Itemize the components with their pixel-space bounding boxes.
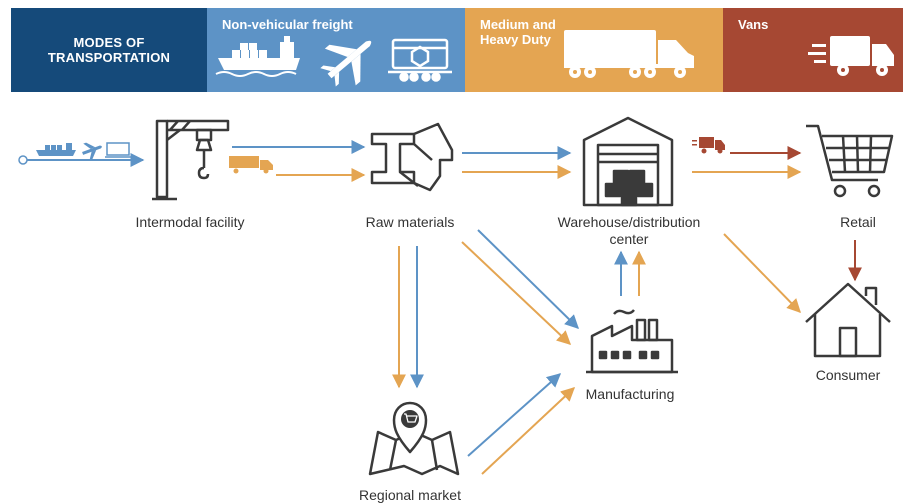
small-truck-icon [229, 156, 273, 174]
rail-car-icon [388, 38, 452, 82]
consumer-label: Consumer [815, 367, 881, 383]
factory-icon [586, 309, 678, 374]
arrow-raw-mfg-orange [461, 241, 572, 345]
incoming-freight-line [18, 153, 145, 167]
arrow-regional-mfg-blue [467, 373, 562, 457]
small-van-icon [692, 137, 725, 154]
arrow-regional-mfg-orange [481, 387, 576, 475]
cargo-ship-icon [215, 36, 300, 77]
raw-materials-label: Raw materials [365, 214, 455, 230]
semi-truck-icon [564, 30, 694, 78]
modes-of-transportation-band: MODES OF TRANSPORTATION [11, 8, 207, 92]
modes-title: MODES OF TRANSPORTATION [47, 35, 171, 65]
small-railcar-icon [105, 142, 131, 158]
shopping-cart-icon [806, 124, 894, 198]
arrow-raw-mfg-blue [477, 229, 579, 329]
van-icon [808, 36, 894, 76]
warehouse-label: Warehouse/distribution center [557, 214, 701, 247]
medium-heavy-title: Medium and Heavy Duty [480, 17, 556, 47]
house-icon [805, 282, 891, 358]
intermodal-facility-label: Intermodal facility [135, 214, 245, 230]
small-plane-icon [82, 142, 102, 161]
retail-label: Retail [840, 214, 876, 230]
manufacturing-label: Manufacturing [585, 386, 675, 402]
vans-title: Vans [738, 17, 769, 32]
crane-icon [152, 119, 230, 201]
flow-arrows [232, 140, 862, 475]
small-ship-icon [36, 143, 76, 156]
steel-beam-icon [370, 122, 454, 192]
non-vehicular-title: Non-vehicular freight [222, 17, 353, 32]
airplane-icon [320, 40, 372, 87]
arrow-warehouse-consumer-orange [723, 233, 801, 314]
map-pin-icon [368, 401, 460, 476]
regional-market-label: Regional market [359, 487, 461, 503]
warehouse-icon [582, 116, 674, 207]
